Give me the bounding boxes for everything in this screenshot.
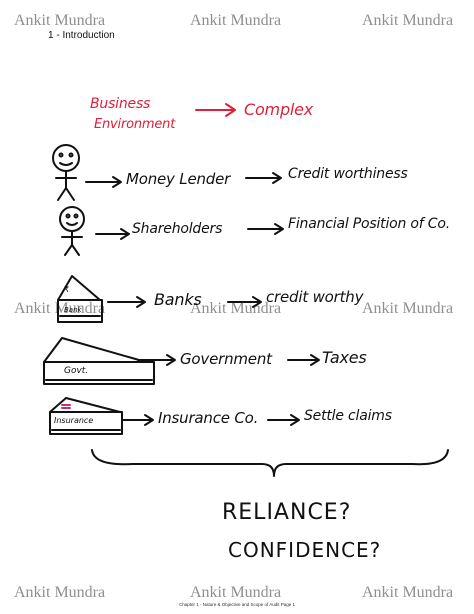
header-environment-text: Environment — [94, 117, 176, 132]
watermark-top-left: Ankit Mundra — [14, 12, 106, 29]
row5-interest: Settle claims — [304, 408, 392, 424]
row5-arrow-1-icon — [121, 414, 154, 426]
row4-arrow-1-icon — [137, 354, 176, 366]
row1-interest: Credit worthiness — [288, 166, 408, 182]
chapter-subtitle: 1 - Introduction — [48, 30, 115, 41]
row4-stakeholder: Government — [180, 350, 272, 368]
row4-interest: Taxes — [322, 348, 367, 367]
insurance-building-icon — [49, 397, 123, 435]
row5-arrow-2-icon — [267, 414, 300, 426]
row5-stakeholder: Insurance Co. — [158, 409, 259, 427]
rupee-icon: ₹ — [64, 285, 70, 294]
reliance-question: RELIANCE? — [222, 500, 352, 525]
insurance-box-label: Insurance — [54, 416, 94, 425]
row2-interest: Financial Position of Co. — [288, 216, 450, 232]
row1-stakeholder: Money Lender — [126, 170, 231, 188]
row2-arrow-1-icon — [95, 228, 130, 240]
header-arrow-icon — [195, 103, 236, 117]
row4-arrow-2-icon — [287, 354, 320, 366]
watermark-bottom-left: Ankit Mundra — [14, 584, 106, 601]
bank-building-icon — [57, 275, 103, 323]
row3-arrow-1-icon — [107, 296, 146, 308]
bank-box-label: Bank — [64, 306, 82, 314]
stick-figure-money-lender-icon — [52, 144, 80, 201]
govt-box-label: Govt. — [64, 366, 89, 376]
watermark-mid-left: Ankit Mundra — [14, 300, 106, 317]
government-building-icon — [43, 337, 155, 385]
watermark-top-right: Ankit Mundra — [362, 12, 454, 29]
row3-interest: credit worthy — [266, 288, 364, 306]
row1-arrow-1-icon — [85, 176, 122, 188]
watermark-mid-right: Ankit Mundra — [362, 300, 454, 317]
row2-stakeholder: Shareholders — [132, 221, 223, 237]
header-business-text: Business — [90, 96, 151, 112]
row3-stakeholder: Banks — [154, 290, 202, 309]
row1-arrow-2-icon — [245, 172, 282, 184]
stick-figure-shareholder-icon — [59, 206, 85, 256]
row2-arrow-2-icon — [247, 223, 284, 235]
header-complex-text: Complex — [244, 100, 314, 119]
watermark-bottom-right: Ankit Mundra — [362, 584, 454, 601]
page-footer: Chapter 1 - Nature & Objective and Scope… — [178, 602, 296, 607]
watermark-top-center: Ankit Mundra — [190, 12, 282, 29]
curly-brace-icon — [91, 449, 449, 477]
row3-arrow-2-icon — [227, 296, 262, 308]
watermark-bottom-center: Ankit Mundra — [190, 584, 282, 601]
confidence-question: CONFIDENCE? — [228, 538, 382, 562]
